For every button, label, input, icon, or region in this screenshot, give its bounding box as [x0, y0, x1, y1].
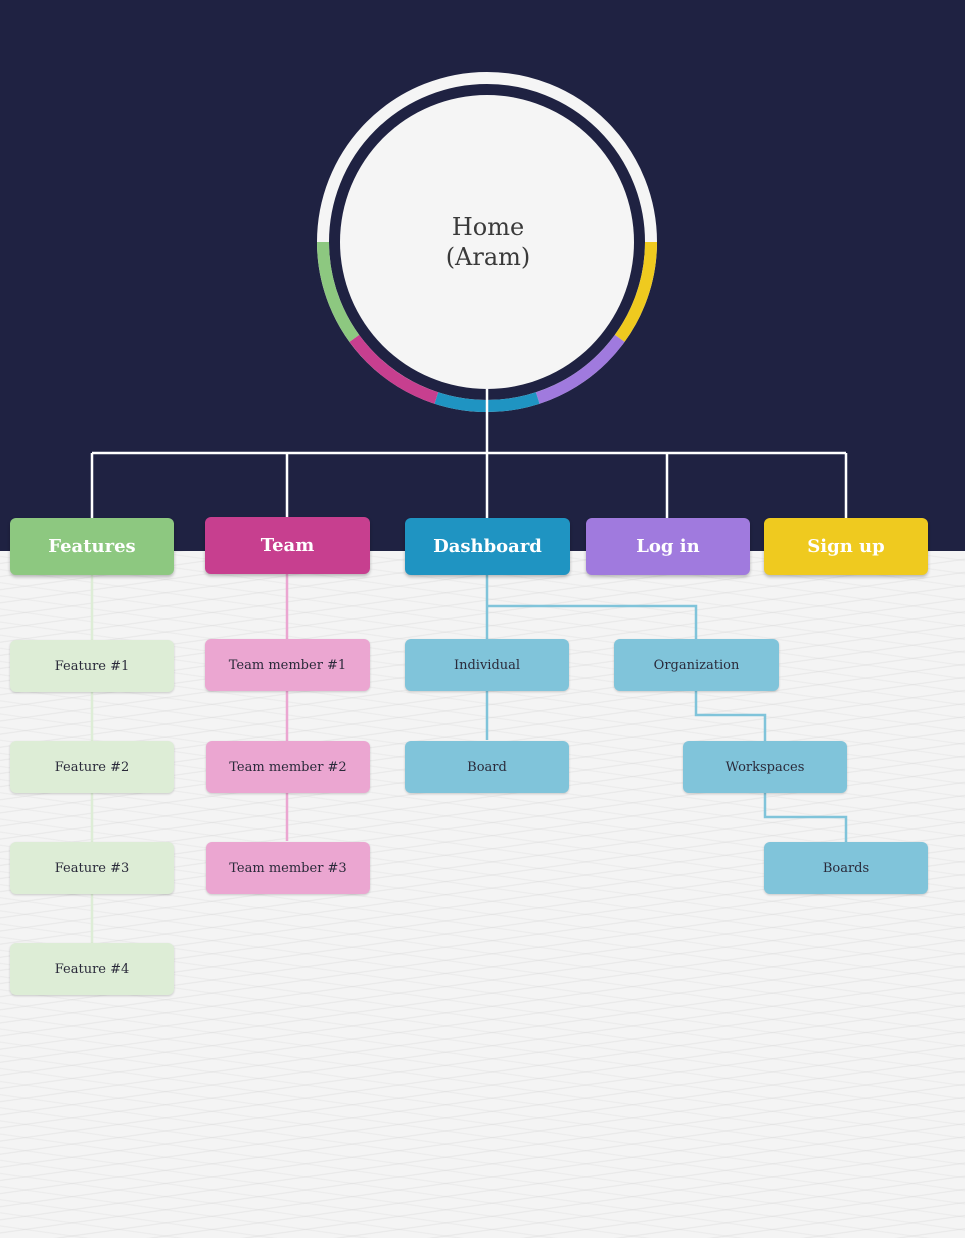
node-boards[interactable]: Boards: [764, 842, 928, 894]
ring-segment-login: [535, 334, 625, 404]
node-signup[interactable]: Sign up: [764, 518, 928, 575]
node-features[interactable]: Features: [10, 518, 174, 575]
node-dashboard[interactable]: Dashboard: [405, 518, 570, 575]
node-board[interactable]: Board: [405, 741, 569, 793]
node-feature-1[interactable]: Feature #1: [10, 640, 174, 692]
node-feature-2[interactable]: Feature #2: [10, 741, 174, 793]
node-team-member-1[interactable]: Team member #1: [205, 639, 370, 691]
home-circle: [340, 95, 634, 389]
home-node[interactable]: [341, 95, 635, 389]
node-workspaces[interactable]: Workspaces: [683, 741, 847, 793]
connector-organization-workspaces: [694, 690, 767, 741]
ring-segment-team: [349, 334, 439, 404]
node-feature-3[interactable]: Feature #3: [10, 842, 174, 894]
node-feature-4[interactable]: Feature #4: [10, 943, 174, 995]
node-individual[interactable]: Individual: [405, 639, 569, 691]
node-team[interactable]: Team: [205, 517, 370, 574]
connector-dashboard-organization: [487, 604, 698, 639]
connector-workspaces-boards: [763, 792, 848, 842]
node-team-member-3[interactable]: Team member #3: [206, 842, 370, 894]
node-login[interactable]: Log in: [586, 518, 750, 575]
node-team-member-2[interactable]: Team member #2: [206, 741, 370, 793]
ring-segment-signup: [614, 241, 657, 342]
node-organization[interactable]: Organization: [614, 639, 779, 691]
ring-segment-features: [317, 241, 360, 342]
